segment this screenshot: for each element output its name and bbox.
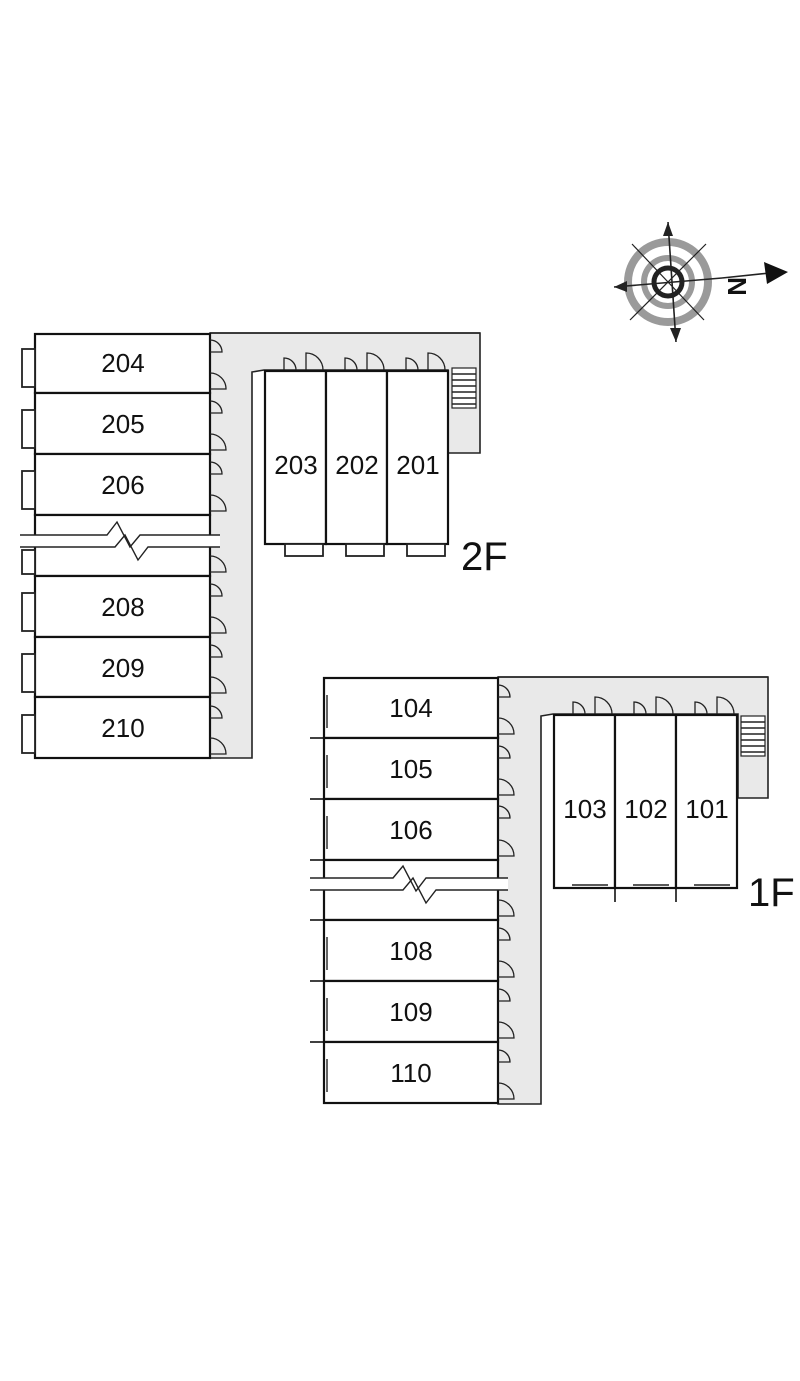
room-label-210: 210 xyxy=(101,713,144,743)
room-label-106: 106 xyxy=(389,815,432,845)
wing-doors-2f xyxy=(209,339,227,755)
room-label-110: 110 xyxy=(390,1058,431,1088)
room-label-204: 204 xyxy=(101,348,144,378)
room-label-205: 205 xyxy=(101,409,144,439)
unit-103 xyxy=(552,713,617,890)
unit-209 xyxy=(33,635,212,699)
room-label-202: 202 xyxy=(335,450,378,480)
room-label-102: 102 xyxy=(624,794,667,824)
floor-plan-2f: 204 205 206 208 209 210 203 202 201 2F xyxy=(20,332,508,760)
block-doors-1f xyxy=(572,696,735,715)
compass-north-label: N xyxy=(722,277,752,296)
block-balconies-2f xyxy=(284,543,446,557)
block-windows-1f xyxy=(572,884,730,902)
stairs-2f xyxy=(451,367,477,409)
floor-label-2f: 2F xyxy=(461,535,508,579)
unit-201 xyxy=(385,369,450,546)
room-label-109: 109 xyxy=(389,997,432,1027)
block-doors-2f xyxy=(283,352,446,371)
wing-window-ticks-1f xyxy=(310,695,328,1092)
room-label-105: 105 xyxy=(389,754,432,784)
unit-202 xyxy=(324,369,389,546)
unit-205 xyxy=(33,391,212,456)
unit-105 xyxy=(322,736,500,801)
unit-109 xyxy=(322,979,500,1044)
compass-icon: N xyxy=(613,221,788,343)
break-line-1f xyxy=(310,864,508,905)
floor-label-1f: 1F xyxy=(748,871,795,915)
room-label-201: 201 xyxy=(396,450,439,480)
unit-102 xyxy=(613,713,678,890)
unit-203 xyxy=(263,369,328,546)
balconies-2f xyxy=(21,348,36,754)
floor-plan-1f: 104 105 106 108 109 110 103 102 101 1F xyxy=(310,676,795,1105)
room-label-208: 208 xyxy=(101,592,144,622)
unit-108 xyxy=(322,918,500,983)
break-line-2f xyxy=(20,520,220,562)
room-label-101: 101 xyxy=(685,794,728,824)
block-units-1f xyxy=(552,713,739,890)
room-label-206: 206 xyxy=(101,470,144,500)
unit-204 xyxy=(33,332,212,395)
block-units-2f xyxy=(263,369,450,546)
unit-206 xyxy=(33,452,212,517)
room-label-203: 203 xyxy=(274,450,317,480)
room-label-108: 108 xyxy=(389,936,432,966)
wing-units-1f xyxy=(322,676,500,1105)
unit-210 xyxy=(33,695,212,760)
room-label-209: 209 xyxy=(101,653,144,683)
unit-208 xyxy=(33,574,212,639)
unit-106 xyxy=(322,797,500,862)
unit-110 xyxy=(322,1040,500,1105)
wing-doors-1f xyxy=(497,684,515,1100)
room-label-104: 104 xyxy=(389,693,432,723)
stairs-1f xyxy=(740,715,766,757)
room-label-103: 103 xyxy=(563,794,606,824)
unit-101 xyxy=(674,713,739,890)
